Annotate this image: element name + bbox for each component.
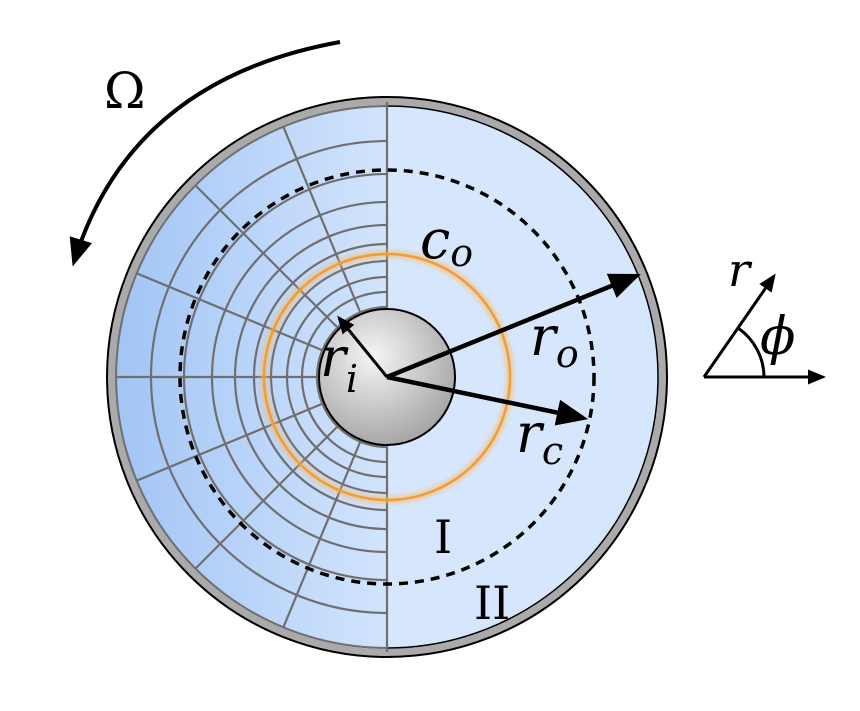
polar-mesh — [115, 105, 389, 649]
inner-radius-arrow — [337, 315, 389, 378]
coord-angular-label: ϕ — [760, 307, 795, 367]
region-one-label: I — [434, 510, 452, 564]
region-two-label: II — [474, 576, 510, 630]
rotation-label: Ω — [104, 62, 145, 120]
outer-radius-label: ro — [530, 305, 579, 376]
coord-radial-label: r — [728, 243, 753, 297]
outer-concentration-label: co — [420, 208, 473, 275]
critical-radius-circle — [178, 168, 596, 586]
rotation-arrow — [69, 40, 341, 267]
inner-radius-label: ri — [320, 326, 358, 401]
critical-radius-arrow — [386, 374, 589, 426]
coordinate-axes — [702, 273, 826, 385]
outer-radius-arrow — [386, 273, 641, 380]
concentration-ring — [262, 252, 512, 502]
critical-radius-label: rc — [516, 402, 563, 473]
